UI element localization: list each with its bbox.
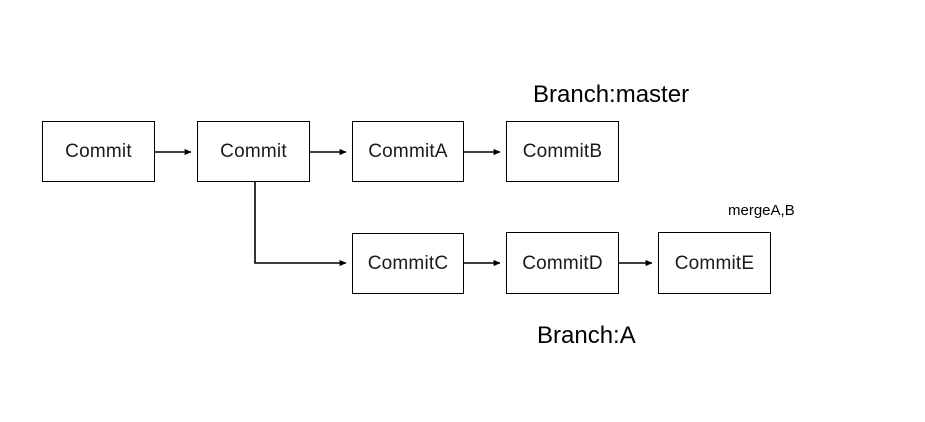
node-label: Commit [65,141,132,162]
node-label: CommitE [674,252,755,274]
node-label: CommitA [368,141,448,162]
node-commit1[interactable]: Commit [42,121,155,182]
node-label: CommitC [367,253,449,274]
node-commit2[interactable]: Commit [197,121,310,182]
node-commitA[interactable]: CommitA [352,121,464,182]
node-label: Commit [220,141,287,162]
node-commitC[interactable]: CommitC [352,233,464,294]
label-merge-note: mergeA,B [728,202,795,219]
node-commitD[interactable]: CommitD [506,232,619,294]
label-branch-master: Branch:master [533,81,690,108]
node-label: CommitD [522,252,603,274]
node-label: CommitB [522,141,603,162]
label-branch-a: Branch:A [537,322,636,349]
edge-commit2-commitC [254,182,347,267]
node-commitB[interactable]: CommitB [506,121,619,182]
node-commitE[interactable]: CommitE [658,232,771,294]
